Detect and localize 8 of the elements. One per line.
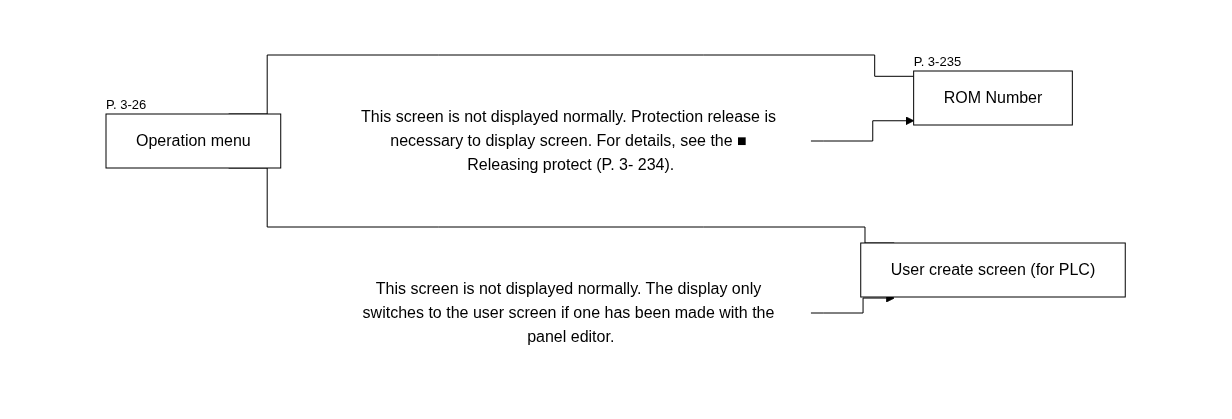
arrow <box>810 116 915 142</box>
node-box: Operation menu <box>105 113 282 169</box>
node-box: ROM Number <box>913 70 1074 126</box>
node-text: This screen is not displayed normally. Protection release is necessary to display screen. For details, see the ■ Releasing protect (P. 3- 234). <box>361 108 777 173</box>
node-box: User create screen (for PLC) <box>860 242 1127 298</box>
page-reference: P. 3-26 <box>106 97 147 112</box>
page-reference: P. 3-235 <box>914 54 962 69</box>
node-text: This screen is not displayed normally. The display only switches to the user screen if one has been made with the panel editor. <box>362 280 775 345</box>
